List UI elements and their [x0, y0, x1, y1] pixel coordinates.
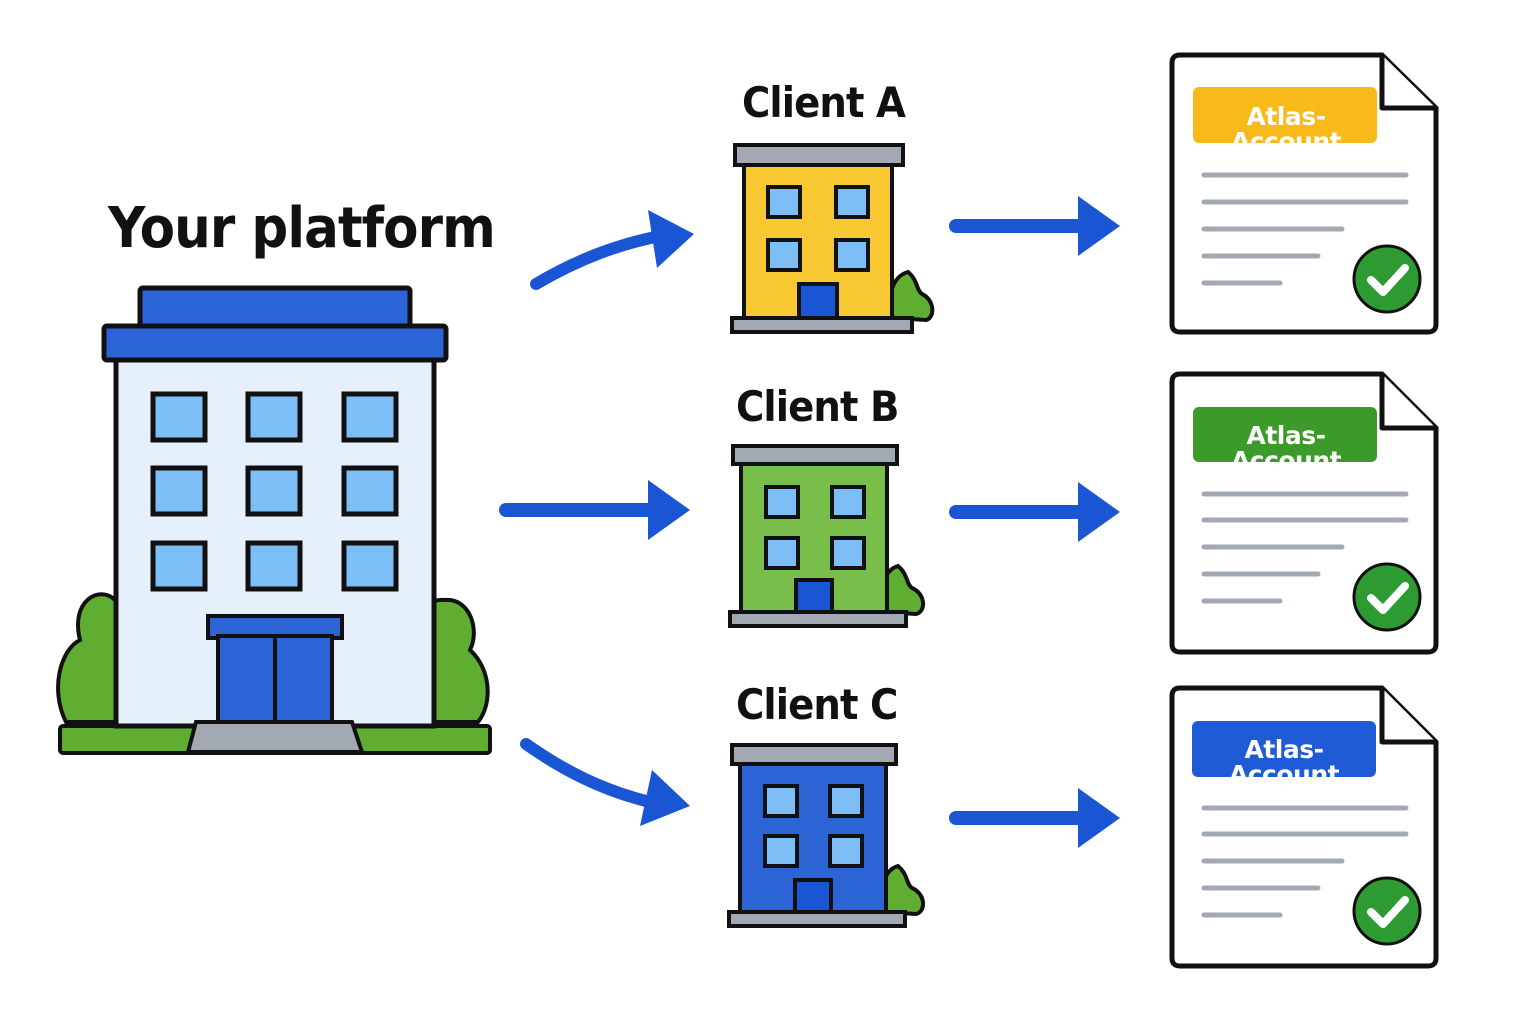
document-c-icon — [1169, 685, 1439, 969]
arrow-to-doc-a-icon — [949, 196, 1120, 256]
document-b-icon — [1169, 371, 1439, 655]
check-icon — [1352, 876, 1422, 946]
client-b-building-icon — [728, 444, 925, 628]
client-c-label: Client C — [736, 680, 898, 729]
account-badge-a-label: Atlas-Account — [1230, 102, 1342, 156]
arrow-to-client-b-icon — [499, 480, 690, 540]
client-b-label: Client B — [736, 382, 899, 431]
platform-building-icon — [56, 285, 492, 755]
door-icon — [185, 614, 365, 754]
account-badge-c — [1192, 721, 1376, 777]
check-icon — [1352, 562, 1422, 632]
account-badge-b — [1193, 407, 1377, 462]
check-icon — [1352, 244, 1422, 314]
client-a-building-icon — [730, 143, 935, 334]
platform-windows — [150, 391, 399, 592]
platform-title: Your platform — [108, 196, 496, 261]
account-badge-a — [1193, 87, 1377, 143]
arrow-to-doc-c-icon — [949, 788, 1120, 848]
client-a-label: Client A — [742, 78, 906, 127]
arrow-to-client-a-icon — [530, 210, 694, 290]
account-badge-c-label: Atlas-Account — [1228, 735, 1340, 789]
arrow-to-client-c-icon — [520, 738, 690, 826]
document-a-icon — [1169, 52, 1439, 335]
account-badge-b-label: Atlas-Account — [1230, 421, 1342, 475]
arrow-to-doc-b-icon — [949, 482, 1120, 542]
client-c-building-icon — [727, 743, 925, 928]
